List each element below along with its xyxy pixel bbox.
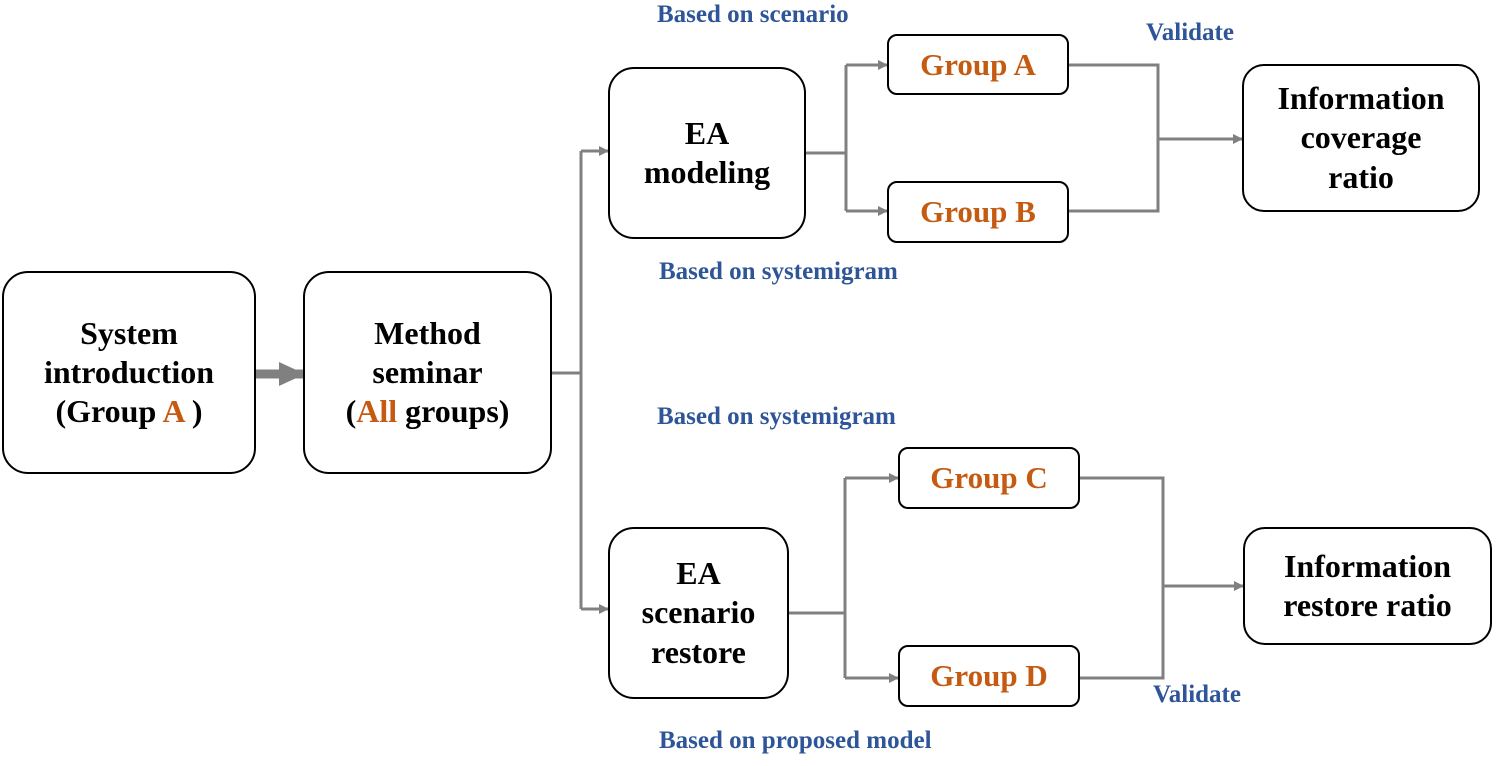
group-c-label: Group C [930,460,1048,496]
connector-seminar-split [552,151,583,609]
group-b-label: Group B [920,194,1036,230]
coverage-line2: coverage [1300,119,1422,156]
method-seminar-groups-line: (All groups) [346,392,510,431]
connector-cd-merge [1080,476,1165,680]
all-text: All [356,393,398,430]
ea-scenario-restore-line2: scenario [641,594,756,631]
connector-restore-split [789,478,847,678]
information-restore-ratio-box: Information restore ratio [1243,527,1492,645]
ea-modeling-box: EA modeling [608,67,806,239]
method-seminar-line1: Method [374,314,481,351]
system-introduction-line1: System [80,314,178,351]
group-c-box: Group C [898,447,1080,509]
restore-ratio-line1: Information [1283,547,1452,584]
method-seminar-line2: seminar [372,353,483,390]
ea-modeling-line2: modeling [643,154,771,190]
validate-top-label: Validate [1146,19,1234,46]
group-b-box: Group B [887,181,1069,243]
ea-scenario-restore-line1: EA [676,555,721,592]
group-close-text: ) [183,393,203,430]
based-on-systemigram-bottom-label: Based on systemigram [657,403,896,430]
paren-open-text: ( [345,393,357,430]
based-on-systemigram-top-label: Based on systemigram [659,258,898,285]
based-on-proposed-model-label: Based on proposed model [659,727,932,754]
ea-scenario-restore-box: EA scenario restore [608,527,789,699]
group-d-label: Group D [930,658,1048,694]
based-on-scenario-label: Based on scenario [657,1,849,28]
group-a-letter: A [162,393,184,430]
coverage-line1: Information [1277,80,1445,117]
system-introduction-line2: introduction [43,353,215,390]
connector-ab-merge [1069,63,1160,213]
validate-bottom-label: Validate [1153,681,1241,708]
groups-text: groups) [397,393,510,430]
method-seminar-box: Method seminar (All groups) [303,271,552,474]
group-a-label: Group A [920,46,1036,82]
group-open-text: (Group [55,393,163,430]
system-introduction-group-line: (Group A ) [56,392,203,431]
restore-ratio-line2: restore ratio [1283,587,1452,623]
ea-modeling-line1: EA [684,114,730,151]
group-a-box: Group A [887,34,1069,95]
system-introduction-box: System introduction (Group A ) [2,271,256,474]
ea-scenario-restore-line3: restore [651,633,746,670]
group-d-box: Group D [898,645,1080,707]
coverage-line3: ratio [1328,158,1394,195]
information-coverage-ratio-box: Information coverage ratio [1242,64,1480,212]
connector-modeling-split [806,65,848,211]
